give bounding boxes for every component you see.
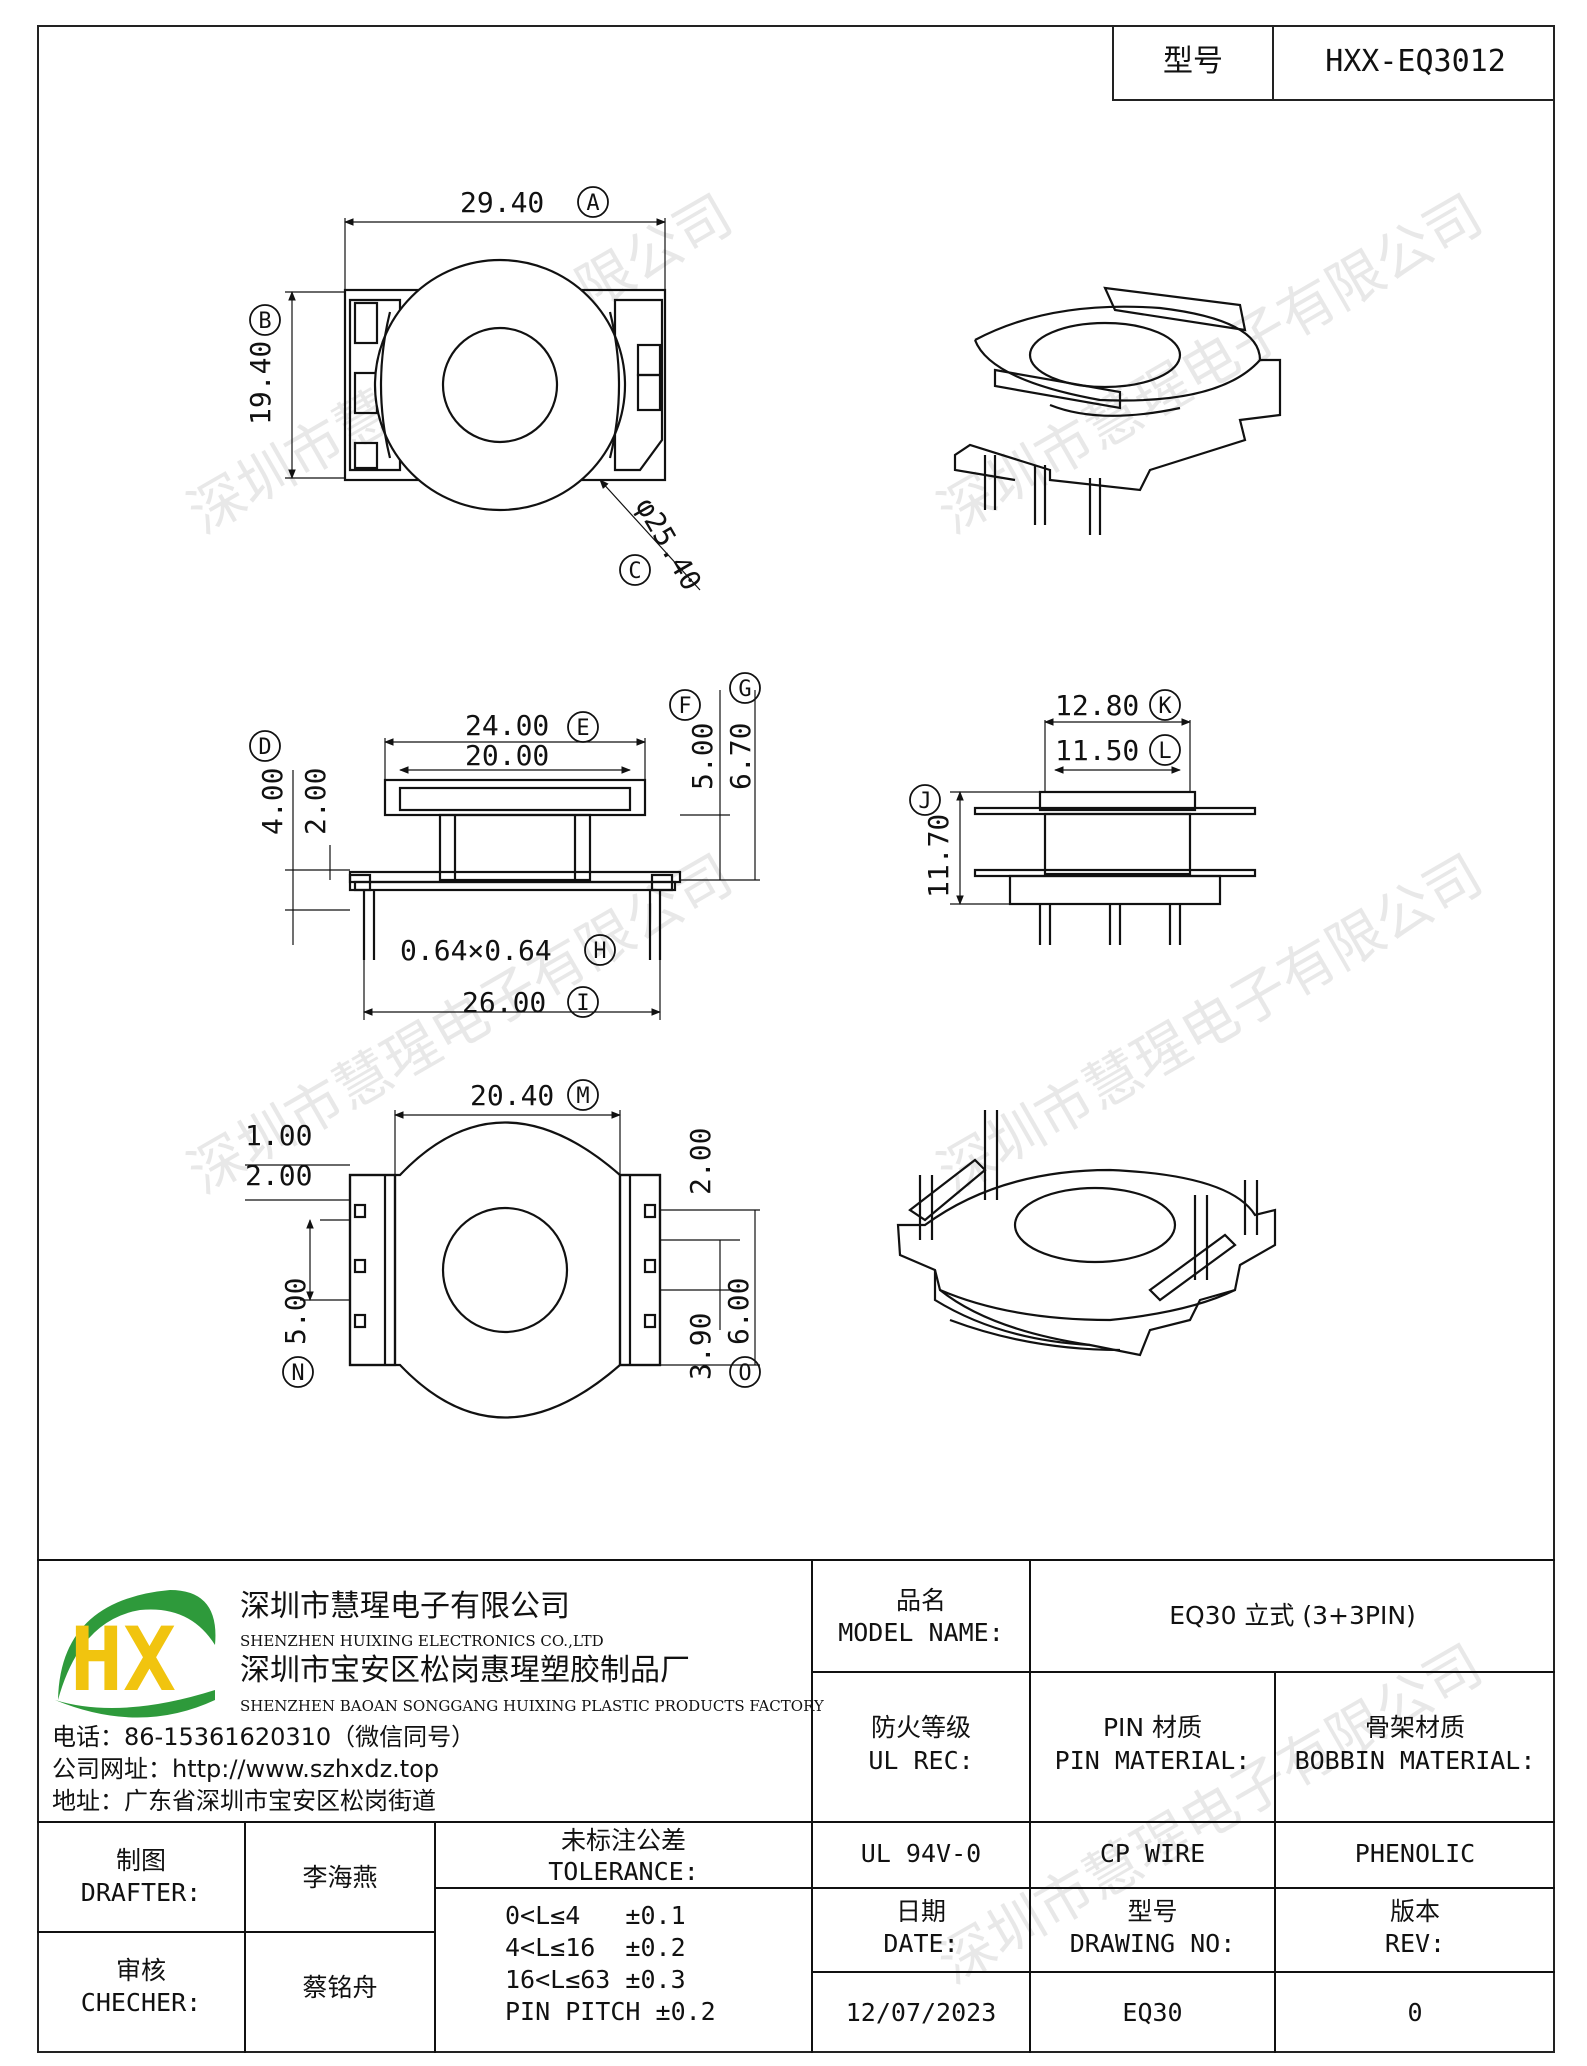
model-value: HXX-EQ3012 [1325,44,1506,79]
date-en: DATE: [883,1929,959,1958]
mark-N: N [291,1361,304,1386]
bottom-view [245,1110,760,1419]
mark-M: M [576,1084,589,1109]
mark-D: D [258,735,271,760]
dim-N: 5.00 [279,1278,312,1345]
ul-rec-cn: 防火等级 [870,1713,971,1742]
drafter-value: 李海燕 [302,1863,378,1892]
dim-O: 6.00 [722,1278,755,1345]
tolerance-row: PIN PITCH ±0.2 [505,1997,716,2026]
dim-o2: 3.90 [684,1313,717,1380]
logo-letters: HX [70,1608,176,1711]
dim-H: 0.64×0.64 [400,934,552,967]
bobbin-material-value: PHENOLIC [1354,1839,1476,1868]
checker-cn: 审核 [115,1956,166,1985]
tolerance-cn: 未标注公差 [560,1826,686,1855]
dim-A: 29.40 [460,186,544,219]
model-name-value: EQ30 立式 (3+3PIN) [1169,1601,1416,1630]
mark-L: L [1158,739,1171,764]
pin-material-en: PIN MATERIAL: [1054,1746,1251,1775]
front-view [285,690,760,1020]
mark-B: B [258,309,271,334]
dim-n2: 2.00 [245,1159,312,1192]
mark-E: E [576,716,589,741]
mark-J: J [918,789,931,814]
drawing-no-en: DRAWING NO: [1069,1929,1236,1958]
mark-C: C [628,559,641,584]
date-cn: 日期 [895,1897,946,1926]
checker-value: 蔡铭舟 [302,1973,378,2002]
drafter-cn: 制图 [115,1846,166,1875]
ul-rec-value: UL 94V-0 [860,1839,982,1868]
mark-F: F [678,694,691,719]
dim-G: 6.70 [724,723,757,790]
model-name-en: MODEL NAME: [838,1618,1004,1647]
drawing-no-value: EQ30 [1122,1998,1183,2027]
date-value: 12/07/2023 [845,1998,997,2027]
tolerance-en: TOLERANCE: [548,1857,699,1886]
dim-K: 12.80 [1055,689,1139,722]
dim-n1: 1.00 [245,1119,312,1152]
mark-I: I [576,991,589,1016]
mark-G: G [738,677,751,702]
dim-d2: 2.00 [299,768,332,835]
title-block-grid [37,1559,1555,2053]
rev-en: REV: [1384,1929,1446,1958]
tolerance-row: 16<L≤63 ±0.3 [505,1965,686,1994]
tolerance-row: 0<L≤4 ±0.1 [505,1901,686,1930]
dim-M: 20.40 [470,1079,554,1112]
dim-L: 11.50 [1055,734,1139,767]
mark-O: O [738,1361,751,1386]
drawing-sheet [37,25,1555,2053]
factory-name-cn: 深圳市宝安区松岗惠瑆塑胶制品厂 [240,1653,690,1688]
iso-view-top [953,286,1282,535]
mark-H: H [593,939,606,964]
company-address: 地址：广东省深圳市宝安区松岗街道 [52,1787,436,1815]
bobbin-material-cn: 骨架材质 [1364,1713,1465,1742]
pin-material-value: CP WIRE [1099,1839,1206,1868]
model-number-box: 型号 HXX-EQ3012 [1112,25,1555,101]
dim-D: 4.00 [256,768,289,835]
model-label: 型号 [1163,44,1223,79]
top-view [285,218,701,591]
dim-I: 26.00 [462,986,546,1019]
drawing-no-cn: 型号 [1127,1897,1178,1926]
pin-material-cn: PIN 材质 [1102,1713,1203,1742]
mark-K: K [1158,694,1172,719]
ul-rec-en: UL REC: [868,1746,974,1775]
checker-en: CHECHER: [80,1988,202,2017]
dim-o1: 2.00 [684,1128,717,1195]
dim-e2: 20.00 [465,739,549,772]
company-website[interactable]: 公司网址：http://www.szhxdz.top [52,1755,440,1783]
drafter-en: DRAFTER: [80,1878,202,1907]
company-logo: HX [55,1590,216,1718]
dim-E: 24.00 [465,709,549,742]
model-name-cn: 品名 [895,1586,946,1615]
dim-J: 11.70 [922,814,955,898]
side-view [950,718,1257,945]
iso-view-bottom [896,1110,1277,1357]
bobbin-material-en: BOBBIN MATERIAL: [1294,1746,1536,1775]
mark-A: A [586,191,599,216]
rev-cn: 版本 [1389,1897,1440,1926]
rev-value: 0 [1407,1998,1423,2027]
company-name-en: SHENZHEN HUIXING ELECTRONICS CO.,LTD [240,1632,604,1650]
dim-B: 19.40 [244,341,277,425]
company-name-cn: 深圳市慧瑆电子有限公司 [240,1589,570,1624]
company-phone: 电话：86-15361620310（微信同号） [52,1723,476,1751]
tolerance-row: 4<L≤16 ±0.2 [505,1933,686,1962]
dim-F: 5.00 [686,723,719,790]
factory-name-en: SHENZHEN BAOAN SONGGANG HUIXING PLASTIC … [240,1697,824,1715]
